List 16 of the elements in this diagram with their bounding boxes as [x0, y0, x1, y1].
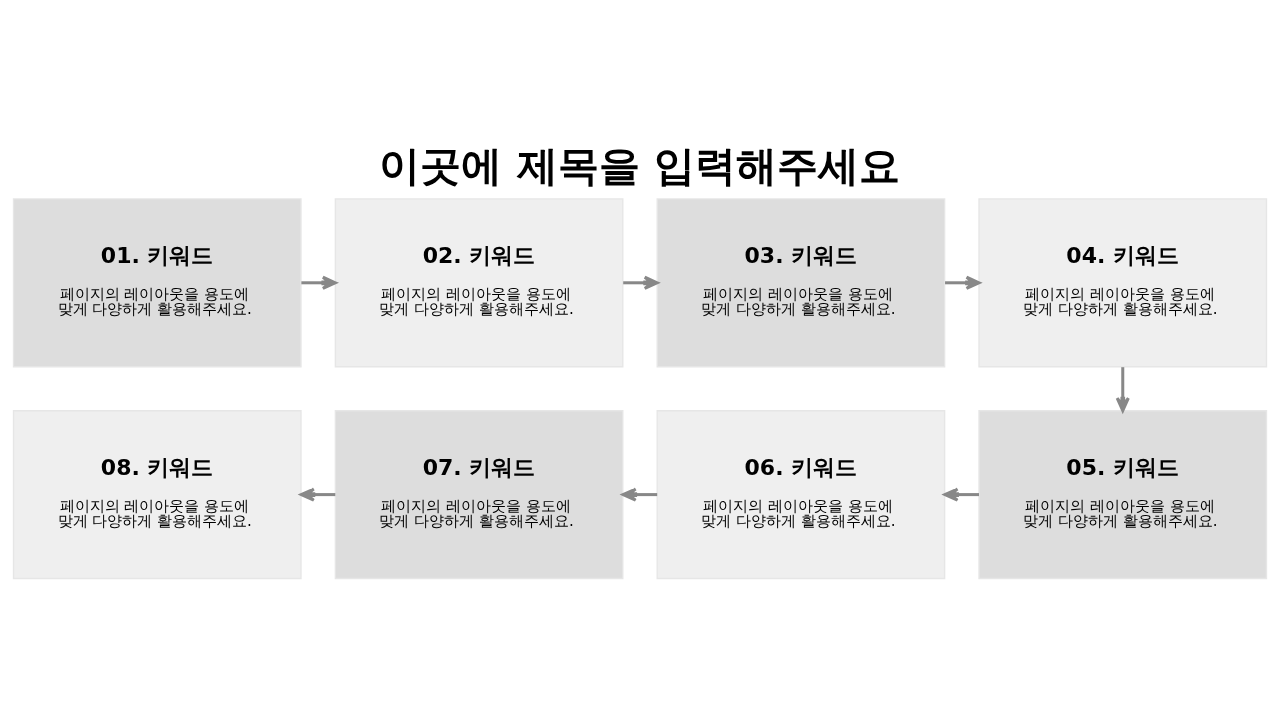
arrow	[299, 487, 336, 502]
arrow	[301, 275, 337, 290]
node-box: 08. 키워드 페이지의 레이아웃을 용도에 맞게 다양하게 활용해주세요.	[12, 409, 302, 579]
arrow	[621, 487, 658, 502]
diagram-title: 이곳에 제목을 입력해주세요	[379, 141, 901, 190]
arrow	[943, 487, 979, 502]
arrow	[945, 275, 981, 290]
node-box: 03. 키워드 페이지의 레이아웃을 용도에 맞게 다양하게 활용해주세요.	[656, 197, 946, 367]
node-box: 06. 키워드 페이지의 레이아웃을 용도에 맞게 다양하게 활용해주세요.	[656, 409, 946, 579]
node-box: 05. 키워드 페이지의 레이아웃을 용도에 맞게 다양하게 활용해주세요.	[978, 409, 1268, 579]
node-box: 07. 키워드 페이지의 레이아웃을 용도에 맞게 다양하게 활용해주세요.	[334, 409, 624, 579]
node-box: 04. 키워드 페이지의 레이아웃을 용도에 맞게 다양하게 활용해주세요.	[978, 197, 1268, 367]
arrow	[1115, 366, 1130, 412]
node-box: 01. 키워드 페이지의 레이아웃을 용도에 맞게 다양하게 활용해주세요.	[12, 197, 302, 367]
node-box: 02. 키워드 페이지의 레이아웃을 용도에 맞게 다양하게 활용해주세요.	[334, 197, 624, 367]
arrow	[623, 275, 659, 290]
